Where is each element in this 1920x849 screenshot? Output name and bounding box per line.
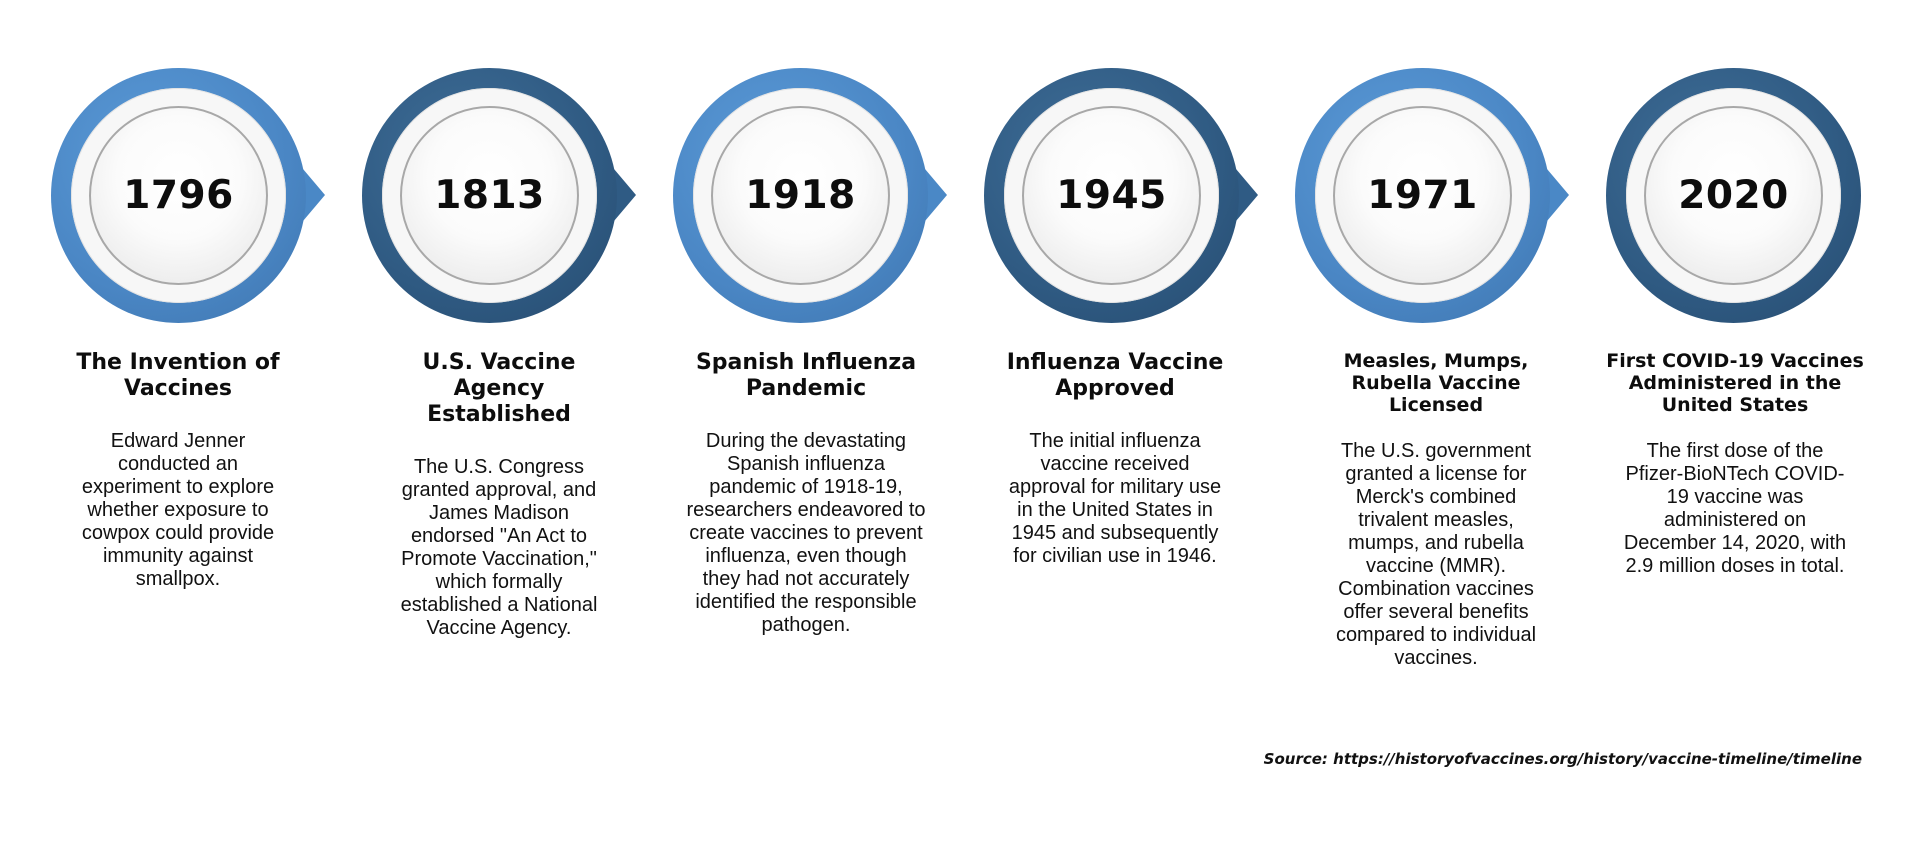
year-circle: 1971 [1333, 106, 1512, 285]
year-circle: 1945 [1022, 106, 1201, 285]
event-column-1813: U.S. Vaccine Agency Established The U.S.… [369, 350, 629, 640]
year-circle: 1918 [711, 106, 890, 285]
year-label: 1971 [1367, 173, 1478, 218]
event-description: The initial influenza vaccine received a… [1008, 430, 1222, 567]
event-title: Influenza Vaccine Approved [1006, 350, 1224, 401]
event-title: Spanish Influenza Pandemic [695, 350, 917, 401]
timeline-node-2020: 2020 [1606, 68, 1861, 323]
event-title: U.S. Vaccine Agency Established [422, 350, 576, 427]
event-column-1918: Spanish Influenza Pandemic During the de… [676, 350, 936, 637]
year-label: 1813 [434, 173, 545, 218]
event-description: The U.S. government granted a license fo… [1335, 440, 1537, 669]
event-description: During the devastating Spanish influenza… [686, 430, 926, 636]
year-label: 1796 [123, 173, 234, 218]
timeline-node-1796: 1796 [51, 68, 325, 323]
source-citation: Source: https://historyofvaccines.org/hi… [1263, 750, 1862, 768]
timeline-node-1945: 1945 [984, 68, 1258, 323]
event-title: First COVID-19 Vaccines Administered in … [1606, 350, 1864, 416]
event-description: The U.S. Congress granted approval, and … [400, 456, 598, 639]
year-label: 1945 [1056, 173, 1167, 218]
event-title: The Invention of Vaccines [76, 350, 280, 401]
event-title: Measles, Mumps, Rubella Vaccine Licensed [1343, 350, 1529, 416]
year-circle: 1813 [400, 106, 579, 285]
event-column-1796: The Invention of Vaccines Edward Jenner … [48, 350, 308, 591]
year-circle: 2020 [1644, 106, 1823, 285]
timeline-node-1813: 1813 [362, 68, 636, 323]
event-column-1945: Influenza Vaccine Approved The initial i… [985, 350, 1245, 568]
event-column-1971: Measles, Mumps, Rubella Vaccine Licensed… [1306, 350, 1566, 670]
year-label: 2020 [1678, 173, 1789, 218]
year-label: 1918 [745, 173, 856, 218]
timeline-node-1918: 1918 [673, 68, 947, 323]
timeline-node-1971: 1971 [1295, 68, 1569, 323]
event-description: The first dose of the Pfizer-BioNTech CO… [1623, 440, 1847, 577]
event-description: Edward Jenner conducted an experiment to… [81, 430, 275, 590]
event-column-2020: First COVID-19 Vaccines Administered in … [1605, 350, 1865, 578]
year-circle: 1796 [89, 106, 268, 285]
